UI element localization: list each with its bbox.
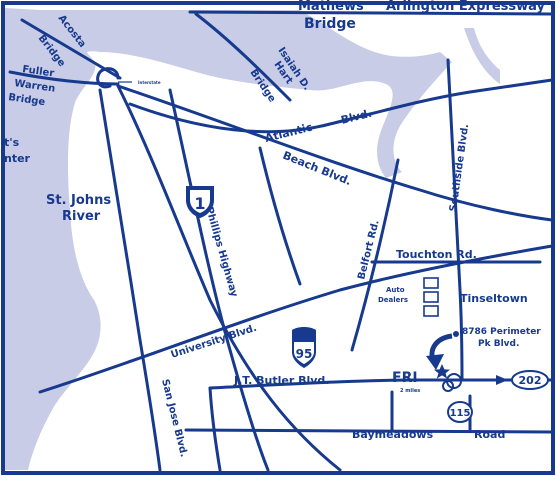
river-upper-band xyxy=(40,10,452,178)
dealer-lot xyxy=(423,277,439,289)
fri-star-icon xyxy=(434,364,450,379)
secondary-road xyxy=(208,386,222,472)
label-miles: 2 miles xyxy=(400,388,420,394)
sr202-number: 202 xyxy=(519,374,542,387)
label-fuller-bridge: Bridge xyxy=(8,92,46,108)
interchange-loop xyxy=(96,67,120,89)
hart-bridge-road xyxy=(194,12,292,102)
route-202-arrowhead xyxy=(496,375,508,385)
label-mathews: Mathews xyxy=(298,0,364,14)
route-1-number: 1 xyxy=(194,194,205,213)
label-perimeter-blvd: Pk Blvd. xyxy=(478,339,519,349)
label-dealers: Dealers xyxy=(378,296,408,304)
label-pointer-note: Interstate xyxy=(138,80,161,85)
river-inlet xyxy=(464,28,500,84)
atlantic-blvd-road xyxy=(128,78,554,134)
sr115-number: 115 xyxy=(450,408,471,419)
sr202-shield: 202 xyxy=(511,370,549,390)
dealer-lot xyxy=(423,305,439,317)
label-river: River xyxy=(62,209,101,224)
jt-butler-blvd-road xyxy=(208,378,554,390)
label-tinseltown: Tinseltown xyxy=(460,292,528,305)
beach-blvd-road xyxy=(116,84,554,222)
label-touchton-rd: Touchton Rd. xyxy=(396,248,477,261)
label-perimeter: 8786 Perimeter xyxy=(462,327,541,337)
route-1-shield: 1 xyxy=(186,186,214,218)
secondary-road xyxy=(258,146,302,286)
dealer-lot xyxy=(423,291,439,303)
baymeadows-road xyxy=(184,428,554,434)
road-network xyxy=(8,10,554,472)
label-road: Road xyxy=(474,428,505,441)
label-fri: FRI xyxy=(392,370,418,386)
i95-shield: 95 xyxy=(292,327,316,368)
label-baymeadows: Baymeadows xyxy=(352,428,434,441)
san-jose-blvd-road xyxy=(98,88,162,472)
st-johns-river xyxy=(5,8,101,470)
phillips-highway-road xyxy=(168,88,270,472)
label-fuller: Fuller xyxy=(22,64,55,79)
label-auto: Auto xyxy=(386,286,405,294)
label-mathews-bridge: Bridge xyxy=(304,16,356,32)
label-jt-butler-blvd: J.T. Butler Blvd. xyxy=(233,374,329,387)
label-st-johns: St. Johns xyxy=(46,193,111,208)
i95-road xyxy=(116,84,342,472)
belfort-rd-road xyxy=(350,158,400,352)
label-cut-1: t's xyxy=(4,136,20,149)
arlington-expressway-road xyxy=(188,10,554,16)
interchange-circle xyxy=(442,380,454,392)
fri-address-dot xyxy=(453,331,459,337)
fri-direction-arrowhead xyxy=(426,354,444,370)
sr115-shield: 115 xyxy=(447,401,473,423)
label-cut-2: nter xyxy=(4,152,31,165)
university-blvd-road xyxy=(38,244,554,394)
label-arlington-expressway: Arlington Expressway xyxy=(386,0,546,14)
i95-number: 95 xyxy=(296,347,313,361)
fuller-warren-bridge-road xyxy=(8,70,120,86)
auto-dealer-lots xyxy=(423,277,439,317)
